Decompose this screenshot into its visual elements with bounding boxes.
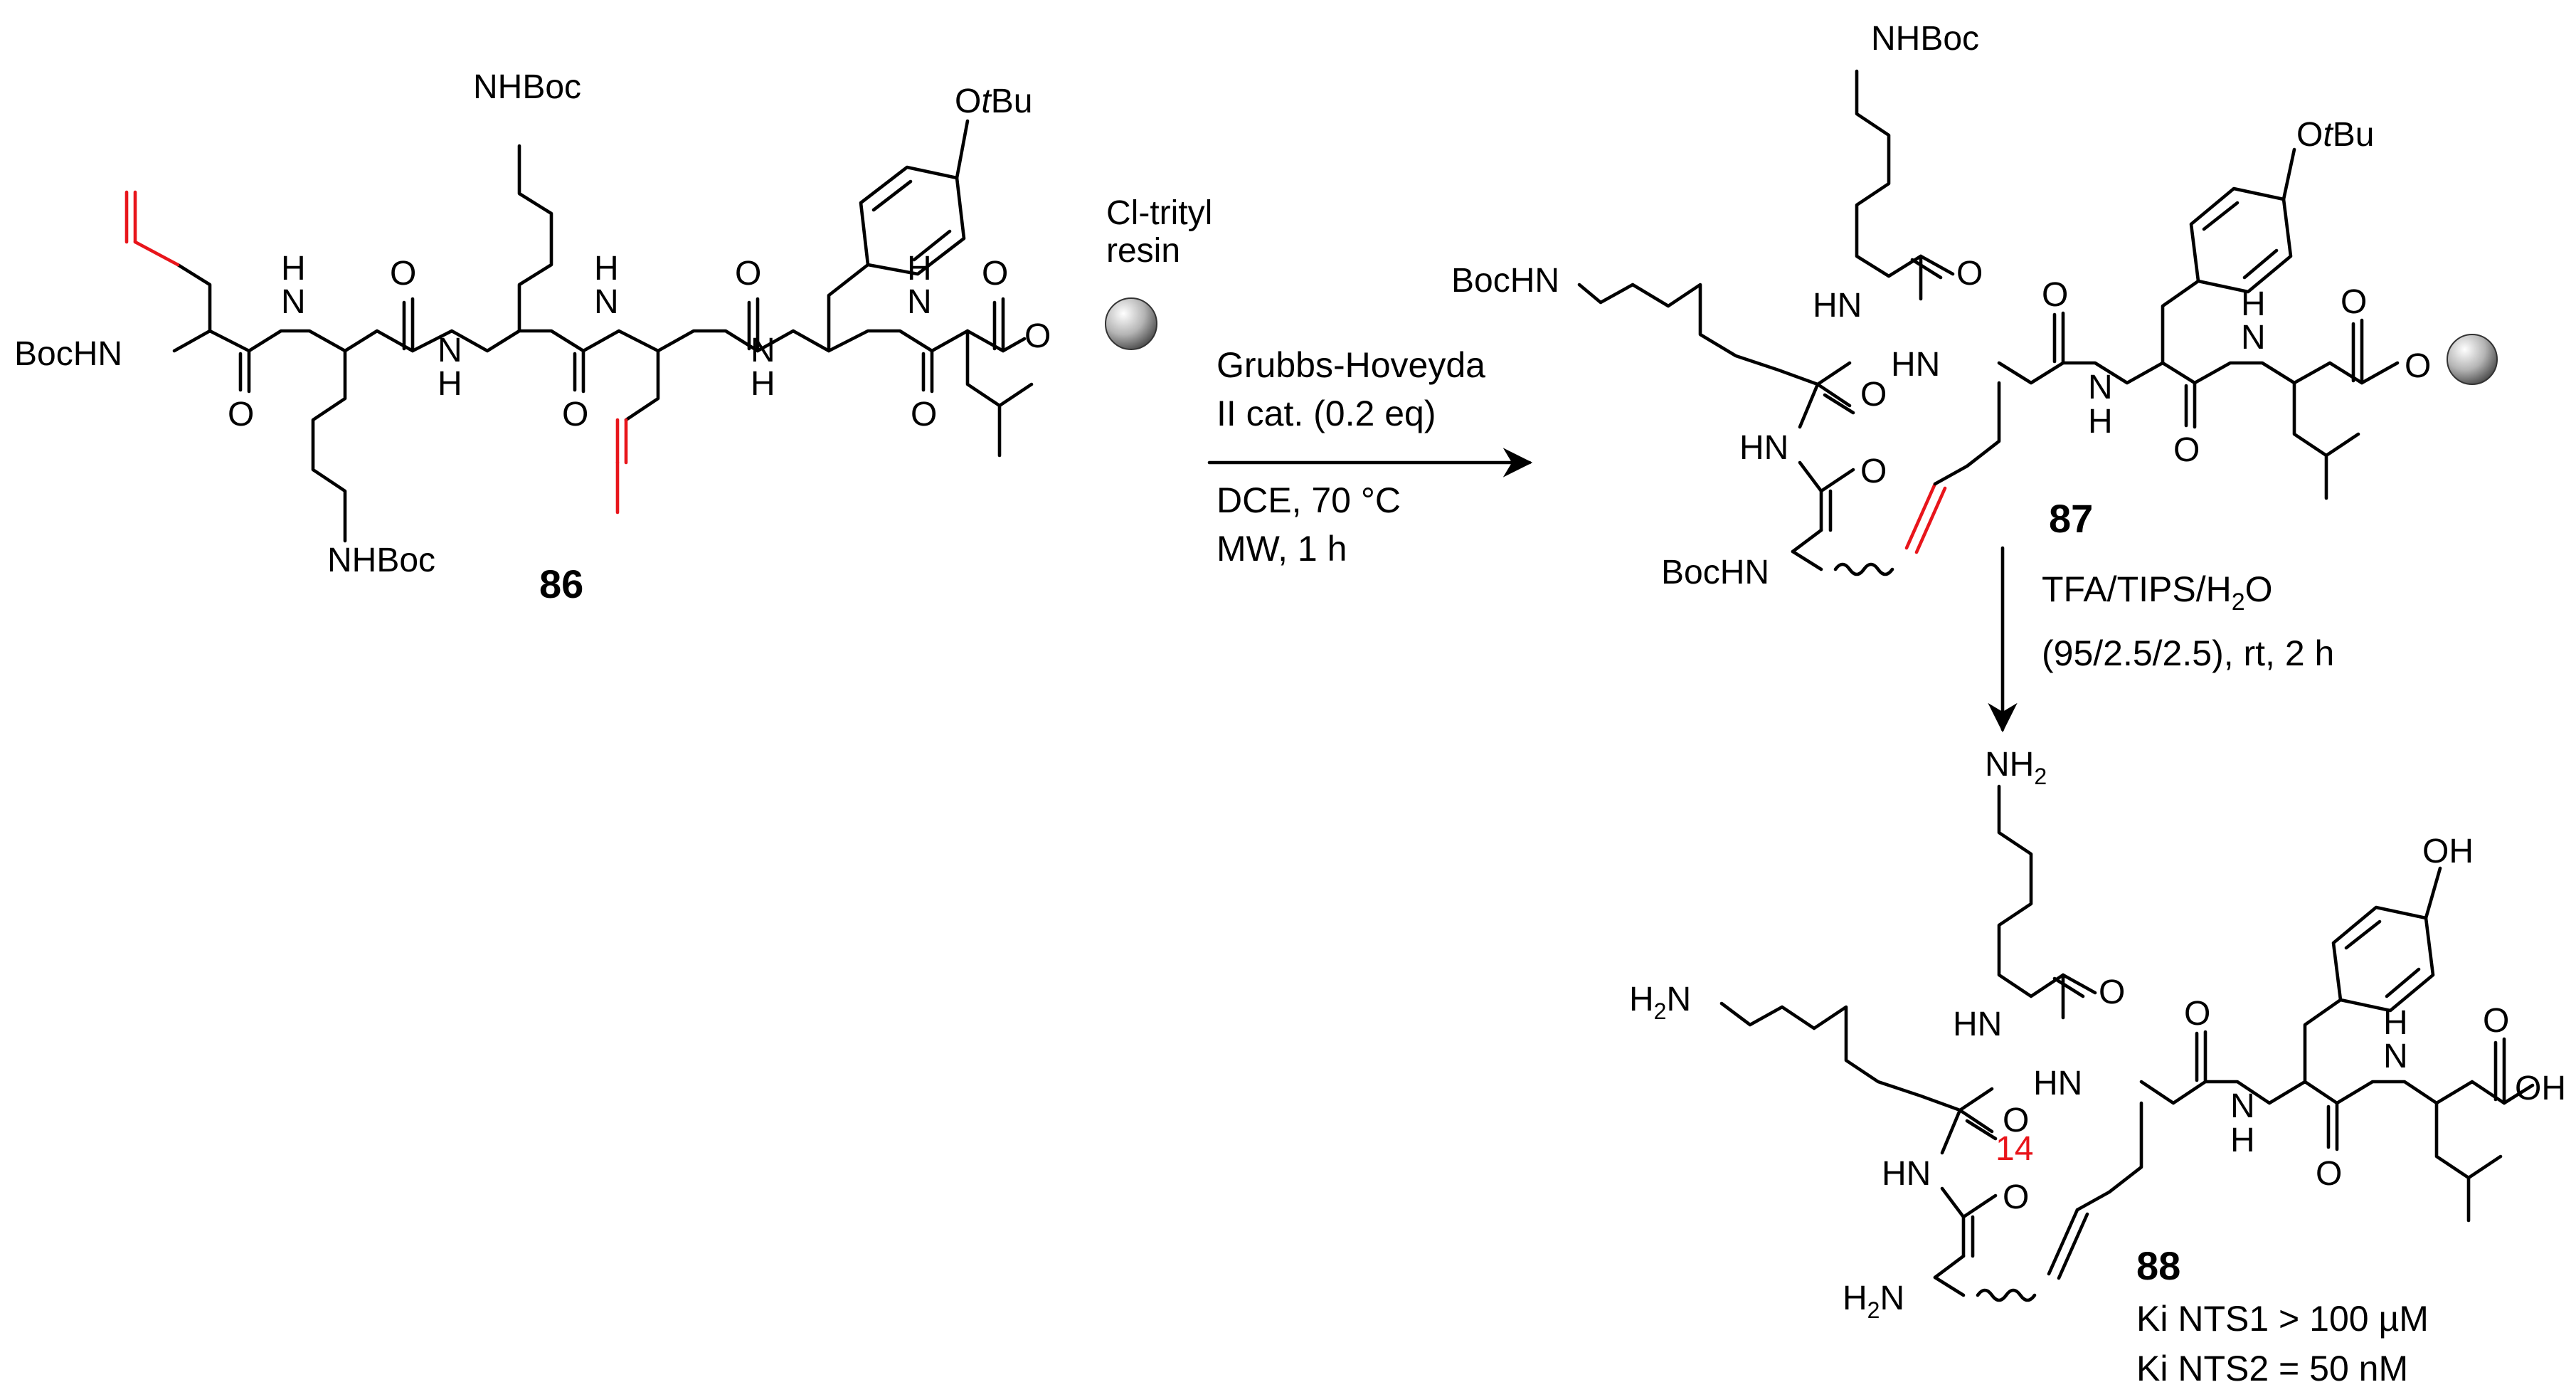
compound-88-h2n-side: H2N [1629, 981, 1691, 1024]
compound-87-hn1: HN [1813, 287, 1862, 325]
compound-88-o4: O [2483, 1002, 2509, 1040]
compound-86-n3: N [594, 283, 619, 321]
compound-87-nhboc-top: NHBoc [1871, 20, 1979, 58]
compound-86-resin-bead [1105, 297, 1157, 350]
compound-86-o4: O [735, 255, 761, 292]
compound-88-hn1: HN [1953, 1006, 2002, 1043]
compound-88-activity-nts1: Ki NTS1 > 100 µM [2136, 1299, 2429, 1339]
compound-88-oh-phenol: OH [2422, 833, 2474, 870]
compound-86-nhboc-up: NHBoc [473, 68, 581, 106]
compound-87-h4: H [2241, 285, 2266, 323]
compound-86-o1: O [228, 396, 254, 433]
compound-87-o1: O [1956, 255, 1983, 292]
compound-87-new-alkene [1904, 482, 1937, 550]
compound-86-n5: N [907, 283, 932, 321]
compound-86-o6: O [982, 255, 1008, 292]
compound-88-n4: N [2383, 1038, 2408, 1075]
compound-87-wavy-bond [1833, 562, 1894, 576]
compound-86-bochn: BocHN [14, 335, 122, 373]
compound-88-o6: O [2003, 1179, 2029, 1216]
compound-86-n4: N [751, 332, 775, 369]
compound-87-n4: N [2241, 319, 2266, 357]
compound-88-o2: O [2184, 995, 2210, 1033]
compound-86-h2: H [438, 365, 462, 403]
compound-88-number: 88 [2136, 1243, 2180, 1288]
compound-88-n3: N [2230, 1087, 2255, 1125]
compound-86-backbone [172, 329, 1027, 353]
reaction-arrow-1: Grubbs-Hoveyda II cat. (0.2 eq) DCE, 70 … [1207, 345, 1533, 569]
compound-87-otbu: OtBu [2296, 116, 2374, 154]
compound-87-resin-bead [2447, 334, 2498, 385]
compound-88-activity-nts2: Ki NTS2 = 50 nM [2136, 1349, 2408, 1388]
compound-87-bochn-term: BocHN [1661, 554, 1769, 591]
compound-88-oh-acid: OH [2515, 1070, 2566, 1107]
condition-catalyst: Grubbs-Hoveyda [1217, 345, 1485, 385]
compound-88-alkene [2047, 1208, 2079, 1276]
compound-86: BocHN N H O O N H O N H O N H O N H O O … [14, 68, 1212, 606]
compound-86-resin-label-2: resin [1106, 232, 1180, 270]
compound-86-h5: H [907, 250, 932, 288]
compound-88-h3: H [2230, 1122, 2255, 1159]
condition-microwave: MW, 1 h [1217, 529, 1347, 569]
compound-87-o2: O [2042, 276, 2068, 314]
compound-86-o3: O [562, 396, 588, 433]
compound-86-h4: H [751, 365, 775, 403]
compound-86-n1: N [281, 283, 306, 321]
compound-87-o3: O [2173, 431, 2200, 469]
compound-87-bochn-side: BocHN [1451, 262, 1559, 300]
compound-87-number: 87 [2049, 496, 2093, 541]
compound-88-ring-size: 14 [1995, 1130, 2033, 1168]
condition-solvent: DCE, 70 °C [1217, 480, 1401, 520]
compound-88-wavy-bond [1976, 1288, 2037, 1302]
compound-88-hn2: HN [2033, 1065, 2082, 1102]
compound-86-number: 86 [539, 561, 583, 606]
compound-88-nh2-top: NH2 [1985, 746, 2047, 789]
compound-87-o6: O [1860, 376, 1887, 413]
compound-88-h2n-term: H2N [1843, 1280, 1904, 1323]
compound-86-o5: O [911, 396, 937, 433]
compound-86-otbu: OtBu [955, 83, 1032, 120]
condition-ratio-time: (95/2.5/2.5), rt, 2 h [2042, 633, 2334, 673]
compound-88-tyrosine-ring [2331, 905, 2435, 1013]
compound-87-o4: O [2341, 283, 2367, 321]
compound-88-o5: O [2003, 1102, 2029, 1139]
compound-88-o1: O [2099, 974, 2125, 1011]
compound-87-o5: O [2405, 347, 2431, 385]
compound-86-n2: N [438, 332, 462, 369]
compound-86-o2: O [390, 255, 416, 292]
compound-88: NH2 OH H2N HN O HN 14 O N H O N H O OH O… [1629, 746, 2566, 1388]
compound-87-n3: N [2088, 369, 2113, 406]
compound-86-h1: H [281, 250, 306, 288]
compound-86-o7: O [1024, 317, 1051, 355]
compound-87-o7: O [1860, 453, 1887, 490]
reaction-arrow-2: TFA/TIPS/H2O (95/2.5/2.5), rt, 2 h [1988, 546, 2334, 733]
compound-86-nhboc-down: NHBoc [327, 542, 435, 579]
compound-86-allyl-1 [133, 240, 180, 267]
compound-88-o3: O [2316, 1155, 2342, 1193]
condition-loading: II cat. (0.2 eq) [1217, 394, 1436, 433]
compound-87-hn2: HN [1891, 346, 1940, 384]
compound-87-tyrosine-ring [2189, 186, 2293, 294]
compound-86-h3: H [594, 250, 619, 288]
compound-88-backbone [2139, 1080, 2535, 1105]
compound-87-backbone [1997, 361, 2400, 385]
compound-87-hn3: HN [1739, 429, 1788, 467]
compound-88-hn3: HN [1882, 1155, 1931, 1193]
condition-cleavage-cocktail: TFA/TIPS/H2O [2042, 569, 2273, 616]
compound-87: NHBoc OtBu BocHN HN O HN O N H O N H O O… [1451, 20, 2498, 591]
compound-86-carbonyls [238, 297, 1005, 394]
compound-86-resin-label-1: Cl-trityl [1106, 194, 1212, 232]
compound-88-h4: H [2383, 1004, 2408, 1042]
compound-87-h3: H [2088, 403, 2113, 441]
